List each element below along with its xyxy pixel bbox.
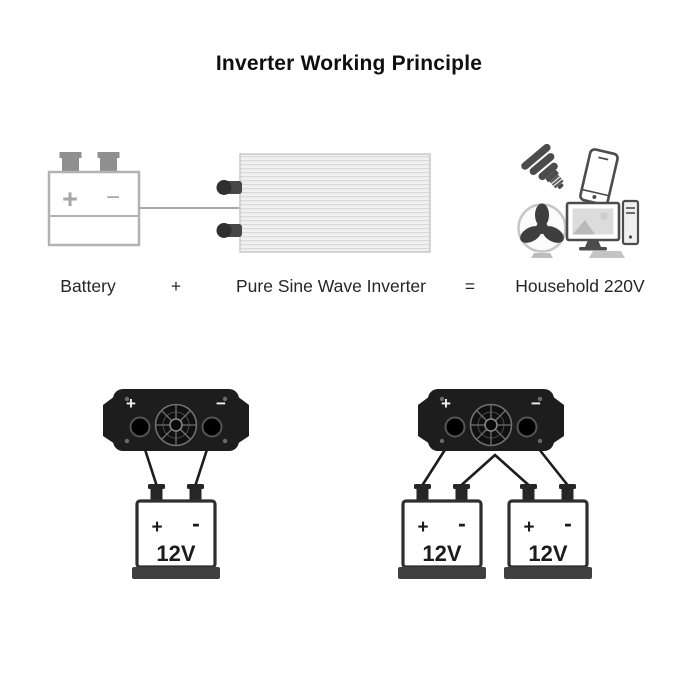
dual-battery-diagram: + − + - 12V + - 12V: [396, 388, 594, 581]
keyboard-icon: [589, 251, 625, 258]
equation-inverter-label: Pure Sine Wave Inverter: [236, 276, 426, 296]
inverter-box-body: [239, 153, 431, 253]
battery-icon-plus: +: [62, 184, 78, 214]
battery-positive-label: +: [417, 517, 428, 538]
battery-voltage-label: 12V: [156, 541, 195, 566]
cfl-bulb-icon: [521, 143, 564, 189]
battery-icon-minus: −: [106, 184, 120, 211]
inverter-terminal-positive-label: +: [126, 394, 136, 413]
page-title: Inverter Working Principle: [215, 52, 483, 75]
inverter-port-icon: [216, 223, 242, 238]
battery-voltage-label: 12V: [528, 541, 567, 566]
inverter-terminal-positive-label: +: [441, 394, 451, 413]
battery-terminal-cap: [97, 152, 120, 158]
single-battery-diagram: + − + - 12V: [102, 388, 250, 581]
battery-negative-label: -: [458, 510, 466, 536]
phone-icon: [579, 148, 619, 206]
battery-negative-label: -: [192, 510, 200, 536]
inverter-terminal-negative-label: −: [216, 394, 226, 413]
battery-terminal-icon: [62, 155, 79, 174]
equation-household-label: Household 220V: [515, 276, 645, 296]
pc-tower-icon: [621, 199, 640, 246]
inverter-port-icon: [216, 180, 242, 195]
battery-terminal-icon: [100, 155, 117, 174]
battery-positive-label: +: [151, 517, 162, 538]
inverter-terminal-negative-label: −: [531, 394, 541, 413]
battery-icon: + −: [47, 152, 141, 247]
equation-equals-sign: =: [464, 276, 476, 296]
inverter-unit: [417, 388, 565, 452]
inverter-box: [216, 153, 431, 253]
battery-negative-label: -: [564, 510, 572, 536]
computer-icon: [565, 199, 640, 258]
wire-jumper: [460, 453, 530, 487]
inverter-unit: [102, 388, 250, 452]
equation-battery-label: Battery: [60, 276, 116, 296]
battery-voltage-label: 12V: [422, 541, 461, 566]
equation-plus-sign: +: [170, 276, 182, 296]
battery-terminal-cap: [59, 152, 82, 158]
battery-positive-label: +: [523, 517, 534, 538]
fan-icon: [517, 203, 567, 258]
